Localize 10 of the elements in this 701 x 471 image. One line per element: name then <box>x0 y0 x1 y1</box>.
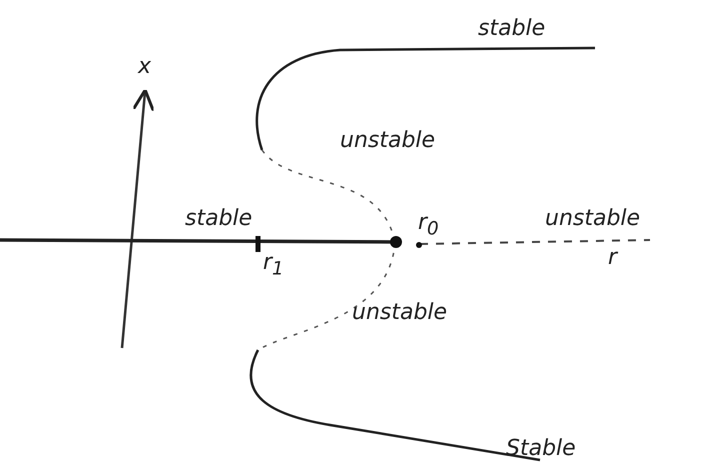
branch-label: Stable <box>506 438 576 460</box>
axis-label: r <box>608 247 618 269</box>
branch-label: unstable <box>352 302 448 324</box>
point-label: r$_{1}$ <box>263 252 284 279</box>
branch-label: unstable <box>545 208 640 230</box>
branch-label: stable <box>185 208 252 230</box>
branch-label: stable <box>478 18 546 40</box>
branch-label: unstable <box>340 130 436 152</box>
axis-label: x <box>138 56 152 78</box>
point-label: r$_{0}$ <box>418 212 439 239</box>
